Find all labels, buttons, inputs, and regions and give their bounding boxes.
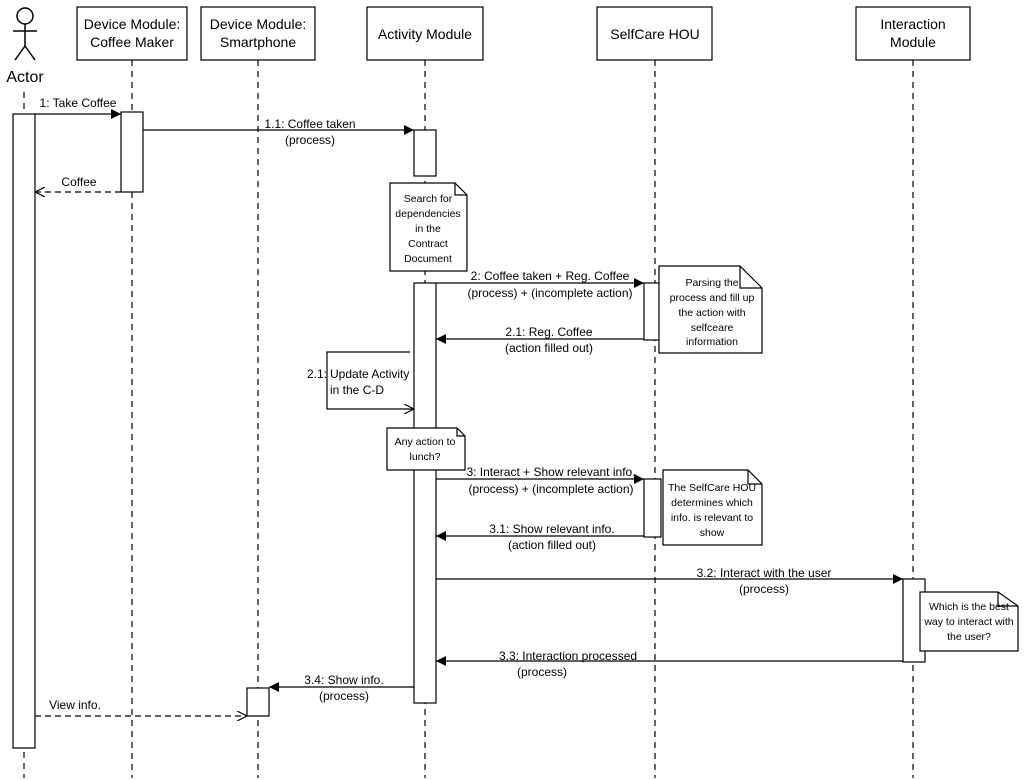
message-label: (process) + (incomplete action) (468, 482, 633, 496)
lifeline-header-coffee-maker: Device Module: Coffee Maker (76, 6, 188, 61)
message-label: (process) (739, 582, 789, 596)
message-label: (process) (517, 665, 567, 679)
note-line: The SelfCare HOU (668, 482, 756, 494)
actor: Actor (6, 7, 44, 86)
note-best-way: Which is the best way to interact with t… (919, 591, 1019, 652)
actor-label: Actor (6, 69, 44, 86)
lifeline-title-line: Activity Module (378, 26, 472, 42)
activation-bar-actor (12, 113, 36, 749)
message-take-coffee: 1: Take Coffee (35, 96, 121, 119)
message-label: 1: Take Coffee (40, 96, 117, 110)
note-line: Contract (408, 238, 448, 250)
activation-bar-coffee-maker (120, 111, 144, 193)
note-line: information (686, 336, 738, 348)
message-label: 3.1: Show relevant info. (489, 522, 614, 536)
message-label: (action filled out) (508, 538, 596, 552)
message-req-coffee: 2.1: Reg. Coffee (action filled out) (436, 325, 644, 355)
note-line: way to interact with (923, 616, 1013, 628)
message-coffee-taken-req: 2: Coffee taken + Reg. Coffee (process) … (436, 269, 644, 300)
lifeline-title-line: Smartphone (220, 34, 296, 50)
message-label: 3.3: Interaction processed (499, 649, 637, 663)
note-line: dependencies (395, 208, 460, 220)
message-label: (process) + (incomplete action) (467, 286, 632, 300)
message-show-info: 3.4: Show info. (process) (269, 673, 414, 703)
activation-bar-selfcare-2 (643, 478, 662, 538)
message-show-relevant: 3.1: Show relevant info. (action filled … (436, 522, 644, 552)
message-label: 3.4: Show info. (304, 673, 383, 687)
message-label: Update Activity (330, 367, 409, 381)
activation-bar-activity-2 (413, 282, 437, 704)
lifeline-title-line: Interaction (880, 16, 945, 32)
note-line: info. is relevant to (671, 512, 753, 524)
lifeline-title-line: Device Module: (84, 16, 181, 32)
note-line: show (700, 527, 725, 539)
note-parsing: Parsing the process and fill up the acti… (658, 265, 763, 354)
message-label: 1.1: Coffee taken (264, 117, 355, 131)
note-any-action: Any action to lunch? (386, 427, 466, 471)
message-label: (action filled out) (505, 341, 593, 355)
message-view-info: View info. (35, 698, 247, 716)
note-line: determines which (671, 497, 753, 509)
lifeline-header-interaction-module: Interaction Module (855, 6, 971, 61)
message-label: 2.1: (307, 367, 327, 381)
message-coffee-return: Coffee (35, 175, 121, 192)
message-label: in the C-D (330, 383, 384, 397)
lifeline-header-selfcare-hou: SelfCare HOU (596, 6, 713, 61)
activation-bar-activity-1 (413, 129, 437, 177)
note-line: the action with (678, 307, 745, 319)
message-update-activity: 2.1: Update Activity in the C-D (307, 351, 414, 409)
note-line: Which is the best (929, 601, 1009, 613)
note-line: Document (404, 253, 452, 265)
message-interaction-processed: 3.3: Interaction processed (process) (436, 649, 903, 679)
lifeline-title-line: SelfCare HOU (610, 26, 699, 42)
note-line: lunch? (410, 451, 441, 463)
message-label: 3.2: Interact with the user (697, 566, 832, 580)
note-search-dependencies: Search for dependencies in the Contract … (389, 182, 468, 272)
message-label: 3: Interact + Show relevant info. (466, 465, 635, 479)
note-line: Any action to (395, 436, 456, 448)
note-line: process and fill up (670, 292, 755, 304)
message-label: Coffee (61, 175, 96, 189)
message-interact-user: 3.2: Interact with the user (process) (436, 566, 903, 596)
note-line: Search for (404, 193, 453, 205)
note-line: Parsing the (685, 277, 738, 289)
note-line: in the (415, 223, 441, 235)
lifeline-title-line: Coffee Maker (90, 34, 174, 50)
message-label: (process) (319, 689, 369, 703)
activation-bar-smartphone (246, 687, 270, 717)
message-interact-show: 3: Interact + Show relevant info. (proce… (436, 465, 644, 496)
actor-stick-figure-icon (13, 7, 37, 61)
lifeline-title-line: Device Module: (210, 16, 307, 32)
message-label: 2: Coffee taken + Reg. Coffee (471, 269, 630, 283)
lifeline-title-line: Module (890, 34, 936, 50)
message-label: (process) (285, 133, 335, 147)
message-label: View info. (49, 698, 101, 712)
message-coffee-taken: 1.1: Coffee taken (process) (143, 117, 414, 147)
note-line: selfceare (691, 322, 734, 334)
note-line: the user? (947, 631, 991, 643)
note-selfcare-determines: The SelfCare HOU determines which info. … (662, 469, 763, 546)
lifeline-header-smartphone: Device Module: Smartphone (200, 6, 316, 61)
message-label: 2.1: Reg. Coffee (505, 325, 592, 339)
lifeline-header-activity-module: Activity Module (366, 6, 484, 61)
